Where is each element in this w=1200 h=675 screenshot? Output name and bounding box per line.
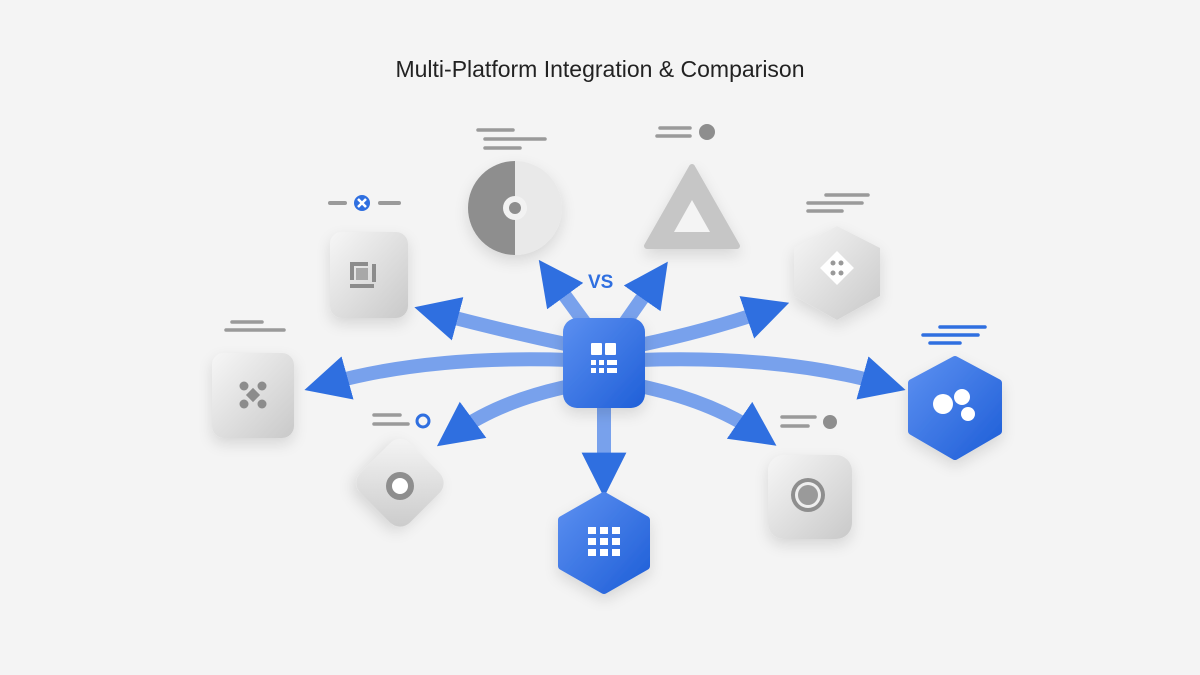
- label-lines: [224, 320, 286, 332]
- hub-node[interactable]: [563, 318, 645, 408]
- ring-platform-node[interactable]: [768, 415, 852, 539]
- triangle-platform-node[interactable]: [644, 124, 740, 249]
- pie-icon: [699, 124, 715, 140]
- label-lines: [921, 325, 987, 345]
- blue-grid-platform-node[interactable]: [558, 492, 650, 594]
- label-lines: [372, 413, 410, 426]
- triangle-icon: [644, 164, 740, 249]
- refresh-icon: [415, 413, 431, 429]
- blue-hex-platform-node[interactable]: [908, 325, 1002, 460]
- hexagons-icon: [933, 389, 975, 421]
- hex-platform-node[interactable]: [794, 193, 880, 320]
- circle-icon: [386, 472, 414, 500]
- grid-icon: [588, 527, 620, 556]
- dot-icon: [823, 415, 837, 429]
- disc-icon: [468, 161, 562, 255]
- square-platform-node[interactable]: [328, 195, 408, 318]
- label-lines: [476, 128, 547, 150]
- disc-platform-node[interactable]: [468, 128, 562, 255]
- label-lines: [806, 193, 870, 213]
- grid-icon: [591, 343, 617, 373]
- vs-label: VS: [588, 272, 613, 293]
- label-lines: [780, 415, 817, 428]
- dots-platform-node[interactable]: [212, 320, 294, 438]
- arrow-to-hex: [638, 296, 790, 352]
- arrow-to-right: [639, 352, 906, 400]
- ring-icon: [791, 478, 825, 512]
- connection-arrows: [304, 259, 906, 498]
- diagram-title: Multi-Platform Integration & Comparison: [395, 56, 805, 82]
- arrow-to-tilted: [436, 378, 577, 447]
- arrow-to-ring: [633, 378, 777, 446]
- label-lines: [655, 126, 692, 138]
- tilted-platform-node[interactable]: [351, 413, 450, 532]
- arrow-to-left: [304, 352, 571, 400]
- arrow-to-square: [414, 297, 572, 352]
- frame-icon: [350, 262, 376, 288]
- dots-icon: [239, 381, 267, 409]
